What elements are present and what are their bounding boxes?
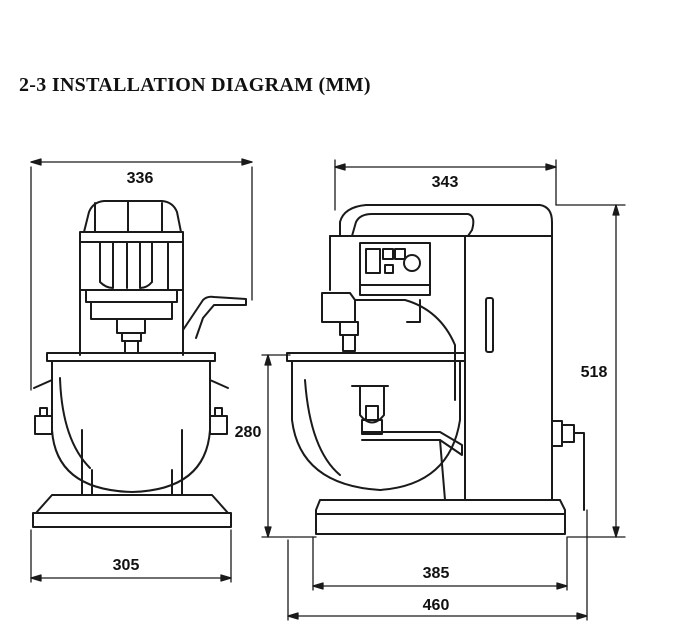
diagram-title: 2-3 INSTALLATION DIAGRAM (MM) [19, 74, 371, 96]
side-view-mixer [286, 204, 585, 535]
dim-side-base-label: 385 [423, 565, 450, 582]
front-view-mixer [32, 200, 247, 528]
dim-side-width-label: 343 [432, 174, 459, 191]
dim-overall-depth-label: 460 [423, 597, 450, 614]
dimension-lines [30, 158, 626, 621]
dim-bowl-height-label: 280 [235, 424, 262, 441]
dim-front-width-label: 336 [127, 170, 154, 187]
dim-front-base-label: 305 [113, 557, 140, 574]
dim-total-height-label: 518 [581, 364, 608, 381]
